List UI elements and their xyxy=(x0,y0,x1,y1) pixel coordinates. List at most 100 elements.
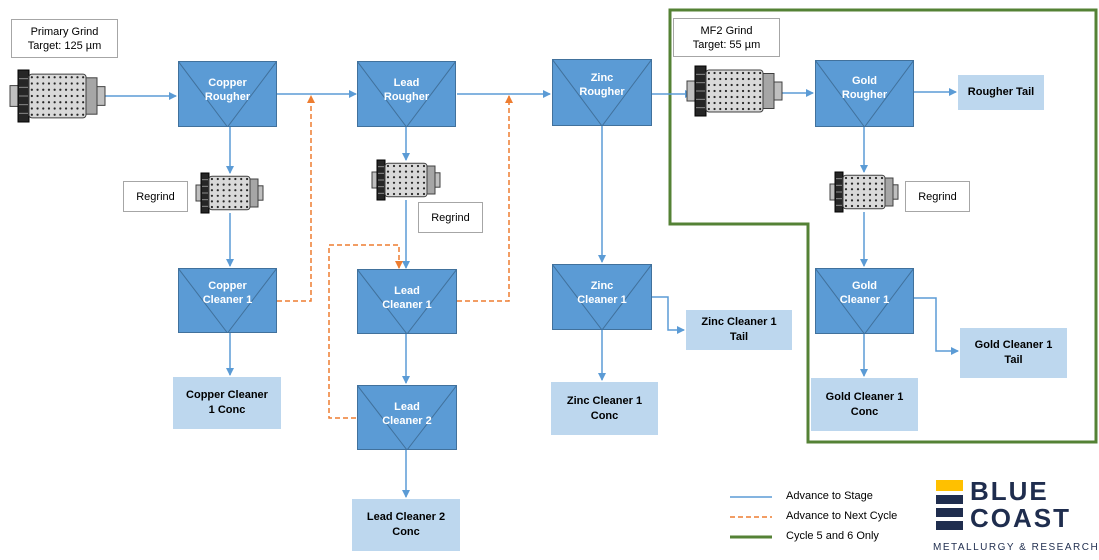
flow-zinc-cleaner-to-tail xyxy=(652,296,685,334)
cell-cross-lines xyxy=(815,268,914,334)
logo-bar-2 xyxy=(936,495,963,504)
gold-cleaner-1-line-1: Gold xyxy=(851,280,878,292)
lead-cleaner-1-line-1: Lead xyxy=(394,285,420,297)
copper-regrind-note: Regrind xyxy=(123,181,188,212)
lead-cleaner-2-label: Lead Cleaner 2 xyxy=(366,400,448,428)
cell-cross-lines xyxy=(178,61,277,127)
cell-cross-lines xyxy=(357,269,457,334)
zinc-rougher-cell: Zinc Rougher xyxy=(552,59,652,126)
zinc-cleaner-1-conc-box: Zinc Cleaner 1 Conc xyxy=(551,382,658,435)
cell-cross-lines xyxy=(815,60,914,127)
copper-regrind-label: Regrind xyxy=(136,190,175,203)
legend-stage-label: Advance to Stage xyxy=(786,490,873,502)
gold-cleaner-1-line-2: Cleaner 1 xyxy=(839,294,890,306)
zinc-conc-line-2: Conc xyxy=(590,409,619,422)
zinc-rougher-label: Zinc Rougher xyxy=(561,71,643,99)
gold-regrind-mill-icon xyxy=(829,171,899,213)
gold-rougher-line-1: Gold xyxy=(851,75,878,87)
zinc-cleaner-1-tail-box: Zinc Cleaner 1 Tail xyxy=(686,310,792,350)
lead-regrind-label: Regrind xyxy=(431,211,470,224)
lead-conc-line-2: Conc xyxy=(392,526,420,538)
copper-rougher-cell: Copper Rougher xyxy=(178,61,277,127)
lead-cleaner-1-cell: Lead Cleaner 1 xyxy=(357,269,457,334)
lead-regrind-note: Regrind xyxy=(418,202,483,233)
copper-cleaner-1-line-1: Copper xyxy=(208,280,247,292)
copper-rougher-label: Copper Rougher xyxy=(187,76,268,104)
mf2-grind-line-2: Target: 55 µm xyxy=(692,38,761,51)
lead-rougher-label: Lead Rougher xyxy=(366,76,447,104)
logo-bar-3 xyxy=(936,508,963,517)
copper-conc-line-1: Copper Cleaner xyxy=(186,389,268,401)
zinc-cleaner-1-line-1: Zinc xyxy=(590,280,614,292)
gold-rougher-cell: Gold Rougher xyxy=(815,60,914,127)
lead-regrind-mill-icon xyxy=(371,159,441,201)
legend-next-cycle-label: Advance to Next Cycle xyxy=(786,510,898,522)
zinc-cleaner-1-line-2: Cleaner 1 xyxy=(577,294,627,306)
gold-rougher-line-2: Rougher xyxy=(841,89,888,101)
recycle-lead-cleaner2-tail xyxy=(328,244,403,419)
gold-rougher-label: Gold Rougher xyxy=(824,74,905,102)
legend-swatches xyxy=(730,496,772,539)
primary-grind-mill-icon xyxy=(9,69,106,123)
lead-conc-line-1: Lead Cleaner 2 xyxy=(366,511,446,523)
gold-tail-line-1: Gold Cleaner 1 xyxy=(974,339,1053,351)
copper-cleaner-1-line-2: Cleaner 1 xyxy=(202,294,253,306)
primary-grind-line-1: Primary Grind xyxy=(30,25,99,38)
logo-subtitle: METALLURGY & RESEARCH xyxy=(933,542,1099,553)
cell-cross-lines xyxy=(552,264,652,330)
lead-rougher-line-1: Lead xyxy=(393,77,420,89)
rougher-tail-label: Rougher Tail xyxy=(967,86,1035,98)
rougher-tail-box: Rougher Tail xyxy=(958,75,1044,110)
mf2-grind-mill-icon xyxy=(686,65,783,117)
copper-conc-line-2: 1 Conc xyxy=(208,404,246,416)
gold-conc-line-2: Conc xyxy=(850,405,879,418)
gold-regrind-note: Regrind xyxy=(905,181,970,212)
mf2-grind-note: MF2 Grind Target: 55 µm xyxy=(673,18,780,57)
zinc-tail-line-1: Zinc Cleaner 1 xyxy=(701,316,777,328)
recycle-copper-cleaner-tail xyxy=(277,95,315,302)
logo-accent-bar xyxy=(936,480,963,491)
copper-cleaner-1-conc-box: Copper Cleaner 1 Conc xyxy=(173,377,281,429)
zinc-cleaner-1-label: Zinc Cleaner 1 xyxy=(561,279,643,307)
lead-rougher-line-2: Rougher xyxy=(383,91,430,103)
lead-cleaner-2-conc-box: Lead Cleaner 2 Conc xyxy=(352,499,460,551)
recycle-lead-cleaner1-tail xyxy=(457,95,513,302)
lead-cleaner-2-line-2: Cleaner 2 xyxy=(382,415,432,427)
cycle-5-6-boundary xyxy=(668,8,1098,444)
lead-rougher-cell: Lead Rougher xyxy=(357,61,456,127)
flow-gold-cleaner-to-tail xyxy=(914,297,959,355)
gold-cleaner-1-cell: Gold Cleaner 1 xyxy=(815,268,914,334)
zinc-rougher-line-1: Zinc xyxy=(590,72,614,84)
cell-cross-lines xyxy=(357,385,457,450)
mf2-grind-line-1: MF2 Grind xyxy=(700,24,753,37)
zinc-rougher-line-2: Rougher xyxy=(579,86,625,98)
logo-word-coast: COAST xyxy=(970,503,1071,533)
cell-cross-lines xyxy=(357,61,456,127)
primary-grind-line-2: Target: 125 µm xyxy=(27,39,102,52)
logo-bar-4 xyxy=(936,521,963,530)
copper-rougher-line-2: Rougher xyxy=(204,91,251,103)
zinc-cleaner-1-cell: Zinc Cleaner 1 xyxy=(552,264,652,330)
logo-word-blue: BLUE xyxy=(970,476,1049,506)
stage-flow-arrows xyxy=(105,88,959,498)
zinc-conc-line-1: Zinc Cleaner 1 xyxy=(566,394,643,407)
cell-cross-lines xyxy=(178,268,277,333)
copper-rougher-line-1: Copper xyxy=(208,77,247,89)
copper-cleaner-1-label: Copper Cleaner 1 xyxy=(187,279,268,307)
cell-cross-lines xyxy=(552,59,652,126)
gold-regrind-label: Regrind xyxy=(918,190,957,203)
gold-cleaner-1-label: Gold Cleaner 1 xyxy=(824,279,905,307)
gold-tail-line-2: Tail xyxy=(1004,354,1023,366)
primary-grind-note: Primary Grind Target: 125 µm xyxy=(11,19,118,58)
lead-cleaner-1-label: Lead Cleaner 1 xyxy=(366,284,448,312)
gold-cleaner-1-conc-box: Gold Cleaner 1 Conc xyxy=(811,378,918,431)
next-cycle-arrows xyxy=(277,95,513,419)
lead-cleaner-2-line-1: Lead xyxy=(394,401,420,413)
copper-regrind-mill-icon xyxy=(195,172,264,214)
copper-cleaner-1-cell: Copper Cleaner 1 xyxy=(178,268,277,333)
zinc-tail-line-2: Tail xyxy=(729,331,749,343)
lead-cleaner-1-line-2: Cleaner 1 xyxy=(382,299,432,311)
